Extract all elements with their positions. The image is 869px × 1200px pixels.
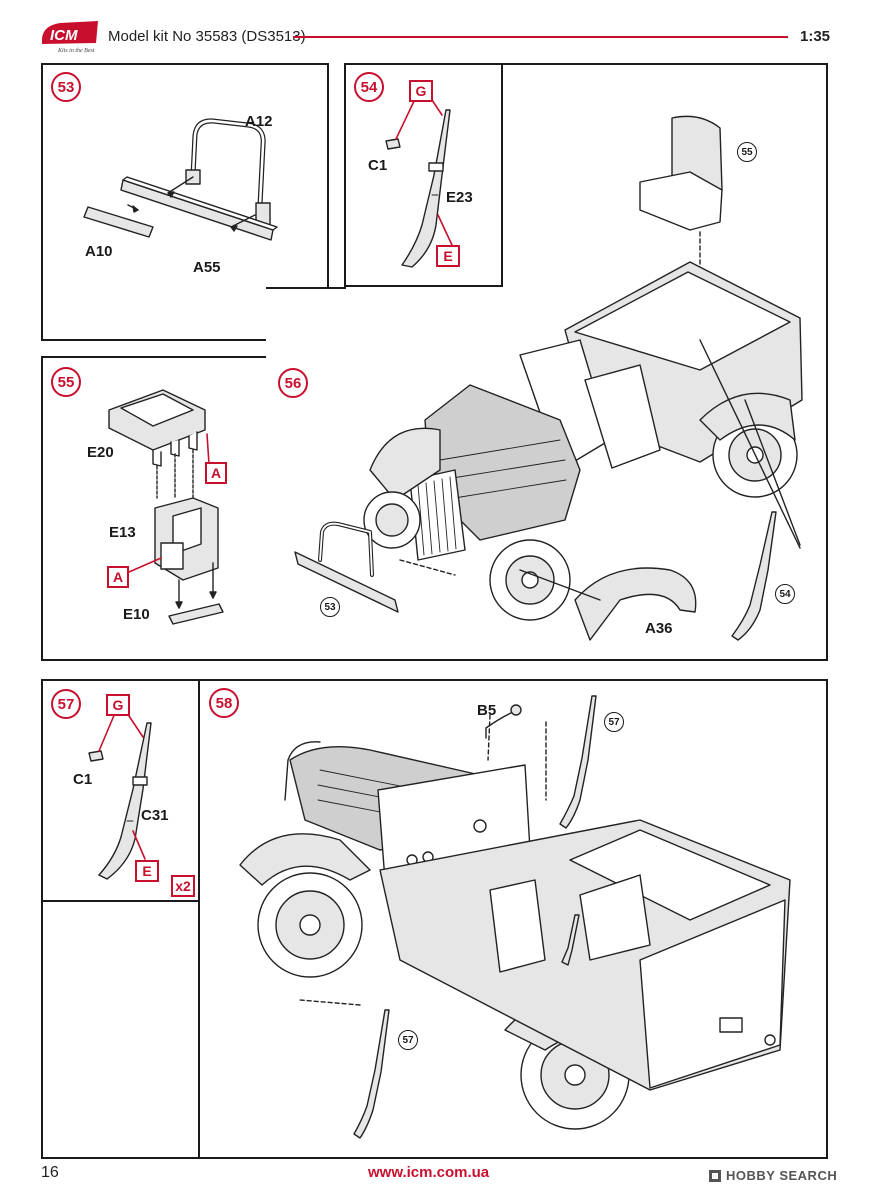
part-box-e: E bbox=[135, 860, 159, 882]
step-56-ref-53: 53 bbox=[320, 597, 340, 617]
step-57-drawing bbox=[88, 712, 152, 880]
logo-tagline: Kits in the Best bbox=[58, 48, 95, 54]
part-label-c1: C1 bbox=[368, 157, 388, 174]
part-box-g: G bbox=[409, 80, 433, 102]
part-label-c31: C31 bbox=[141, 807, 169, 824]
watermark-text: HOBBY SEARCH bbox=[726, 1168, 838, 1183]
watermark-icon bbox=[709, 1169, 721, 1182]
icm-logo: ICM bbox=[41, 21, 98, 44]
step-58-bottom-rule bbox=[41, 1157, 201, 1159]
scale: 1:35 bbox=[800, 28, 831, 45]
model-kit-title: Model kit No 35583 (DS3513) bbox=[108, 28, 306, 45]
step-57-panel: 57 G C1 C31 E x2 bbox=[41, 679, 200, 902]
step-58-ref-57-top: 57 bbox=[604, 712, 624, 732]
header: ICM Kits in the Best Model kit No 35583 … bbox=[0, 0, 869, 60]
step-56-left-rule bbox=[266, 287, 346, 289]
part-label-b5: B5 bbox=[477, 702, 497, 719]
step-56-ref-55: 55 bbox=[737, 142, 757, 162]
website-link[interactable]: www.icm.com.ua bbox=[368, 1164, 490, 1181]
part-label-a12: A12 bbox=[245, 113, 273, 130]
part-label-e23: E23 bbox=[446, 189, 473, 206]
part-label-e20: E20 bbox=[87, 444, 114, 461]
step-56-ref-54: 54 bbox=[775, 584, 795, 604]
part-label-a55: A55 bbox=[193, 259, 221, 276]
step-54-number: 54 bbox=[354, 72, 384, 102]
part-label-e13: E13 bbox=[109, 524, 136, 541]
part-box-a-top: A bbox=[205, 462, 227, 484]
step-54-panel: 54 G C1 E23 E bbox=[344, 63, 503, 287]
part-box-g: G bbox=[106, 694, 130, 716]
part-box-a-bottom: A bbox=[107, 566, 129, 588]
part-label-c1: C1 bbox=[73, 771, 93, 788]
part-box-e: E bbox=[436, 245, 460, 267]
header-rule bbox=[293, 36, 788, 38]
quantity-badge: x2 bbox=[171, 875, 195, 897]
step-58-number: 58 bbox=[209, 688, 239, 718]
step-53-drawing bbox=[83, 118, 278, 241]
watermark-logo: HOBBY SEARCH bbox=[708, 1168, 837, 1183]
step-54-drawing bbox=[385, 96, 453, 268]
step-58-ref-57-bottom: 57 bbox=[398, 1030, 418, 1050]
step-56-number: 56 bbox=[278, 368, 308, 398]
step-56-right-rule bbox=[826, 63, 828, 289]
part-label-a36: A36 bbox=[645, 620, 673, 637]
svg-text:ICM: ICM bbox=[50, 27, 78, 44]
part-label-a10: A10 bbox=[85, 243, 113, 260]
step-53-number: 53 bbox=[51, 72, 81, 102]
step-56-top-rule bbox=[502, 63, 828, 65]
part-label-e10: E10 bbox=[123, 606, 150, 623]
step-55-panel: 55 E20 A E13 A E10 bbox=[41, 356, 268, 661]
page-number: 16 bbox=[41, 1164, 59, 1181]
step-55-number: 55 bbox=[51, 367, 81, 397]
step-58-left-rule bbox=[41, 900, 43, 1159]
step-57-number: 57 bbox=[51, 689, 81, 719]
step-55-drawing bbox=[108, 389, 224, 625]
